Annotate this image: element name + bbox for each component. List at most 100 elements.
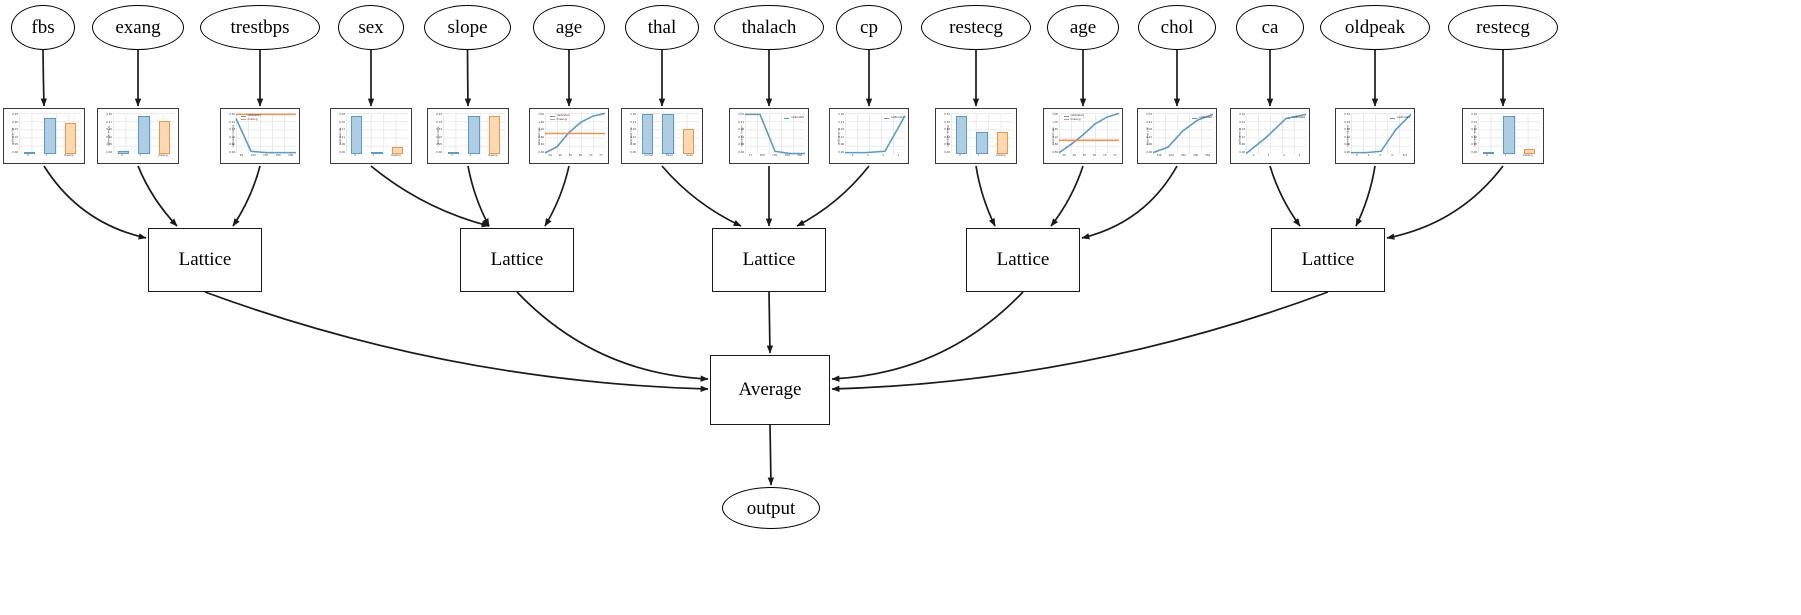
feature-node-restecg-14[interactable]: restecg — [1448, 5, 1558, 50]
feature-node-label: fbs — [31, 17, 55, 38]
chart-plot-area — [19, 113, 81, 154]
legend-swatch-calibrated — [784, 117, 790, 119]
lattice-node-label: Lattice — [178, 249, 232, 270]
edge-calibrator-to-lattice — [43, 165, 147, 240]
legend-label-calibrated: calibrated — [1198, 116, 1212, 119]
chart-bar — [117, 150, 129, 154]
chart-legend: calibrated — [1390, 116, 1410, 120]
lattice-node-3[interactable]: Lattice — [966, 228, 1080, 292]
legend-item-calibrated: calibrated — [1192, 116, 1212, 120]
legend-item-calibrated: calibrated — [884, 116, 904, 120]
feature-node-age-5[interactable]: age — [533, 5, 605, 50]
edge-lattice-to-average — [516, 291, 709, 382]
edge-calibrator-to-lattice — [467, 165, 490, 227]
feature-node-age-10[interactable]: age — [1047, 5, 1119, 50]
chart-bar — [65, 122, 77, 154]
chart-legend: calibrated — [1285, 116, 1305, 120]
feature-node-restecg-9[interactable]: restecg — [921, 5, 1031, 50]
output-node[interactable]: output — [722, 487, 820, 529]
chart-bar — [1503, 116, 1515, 154]
feature-node-oldpeak-13[interactable]: oldpeak — [1320, 5, 1430, 50]
legend-item-calibrated: calibrated — [1064, 114, 1084, 118]
chart-plot-area — [1246, 113, 1306, 154]
feature-node-ca-12[interactable]: ca — [1236, 5, 1304, 50]
lattice-node-2[interactable]: Lattice — [712, 228, 826, 292]
feature-node-thal-6[interactable]: thal — [625, 5, 699, 50]
edge-calibrator-to-lattice — [370, 165, 490, 228]
chart-bars — [19, 113, 81, 154]
chart-bar — [44, 117, 56, 154]
chart-series-calibrated — [1059, 113, 1119, 152]
chart-plot-area — [545, 113, 605, 154]
feature-node-chol-11[interactable]: chol — [1138, 5, 1216, 50]
feature-node-trestbps-2[interactable]: trestbps — [200, 5, 320, 50]
feature-node-fbs-0[interactable]: fbs — [11, 5, 75, 50]
lattice-node-label: Lattice — [490, 249, 544, 270]
legend-swatch-calibrated — [550, 115, 555, 117]
chart-series-calibrated — [1153, 114, 1213, 152]
lattice-node-4[interactable]: Lattice — [1271, 228, 1385, 292]
chart-plot-area — [113, 113, 175, 154]
legend-label-calibrated: calibrated — [1396, 116, 1410, 119]
legend-label-missing: missing — [556, 117, 567, 121]
lattice-node-0[interactable]: Lattice — [148, 228, 262, 292]
lattice-node-1[interactable]: Lattice — [460, 228, 574, 292]
chart-plot-area — [346, 113, 408, 154]
edge-calibrator-to-lattice — [1269, 165, 1301, 227]
legend-swatch-missing — [550, 119, 555, 121]
chart-bar — [350, 115, 362, 154]
legend-item-calibrated: calibrated — [241, 114, 261, 118]
legend-label-calibrated: calibrated — [556, 114, 570, 117]
chart-plot-area — [443, 113, 505, 154]
average-node[interactable]: Average — [710, 355, 830, 425]
legend-label-calibrated: calibrated — [890, 116, 904, 119]
feature-node-cp-8[interactable]: cp — [836, 5, 902, 50]
chart-bar — [371, 152, 383, 154]
feature-node-slope-4[interactable]: slope — [424, 5, 511, 50]
chart-plot-area — [1351, 113, 1411, 154]
chart-bar — [159, 120, 171, 154]
feature-node-sex-3[interactable]: sex — [338, 5, 404, 50]
chart-lines — [845, 113, 905, 154]
chart-plot-area — [1478, 113, 1540, 154]
legend-item-calibrated: calibrated — [1390, 116, 1410, 120]
chart-lines — [236, 113, 296, 154]
feature-node-thalach-7[interactable]: thalach — [714, 5, 824, 50]
edge-feature-to-calibrator — [464, 49, 472, 107]
chart-bar — [641, 114, 653, 154]
feature-node-label: cp — [860, 17, 878, 38]
feature-node-label: oldpeak — [1344, 17, 1406, 38]
feature-node-exang-1[interactable]: exang — [92, 5, 184, 50]
edge-calibrator-to-lattice — [796, 165, 870, 227]
chart-plot-area — [951, 113, 1013, 154]
edge-calibrator-to-lattice — [1050, 165, 1084, 227]
